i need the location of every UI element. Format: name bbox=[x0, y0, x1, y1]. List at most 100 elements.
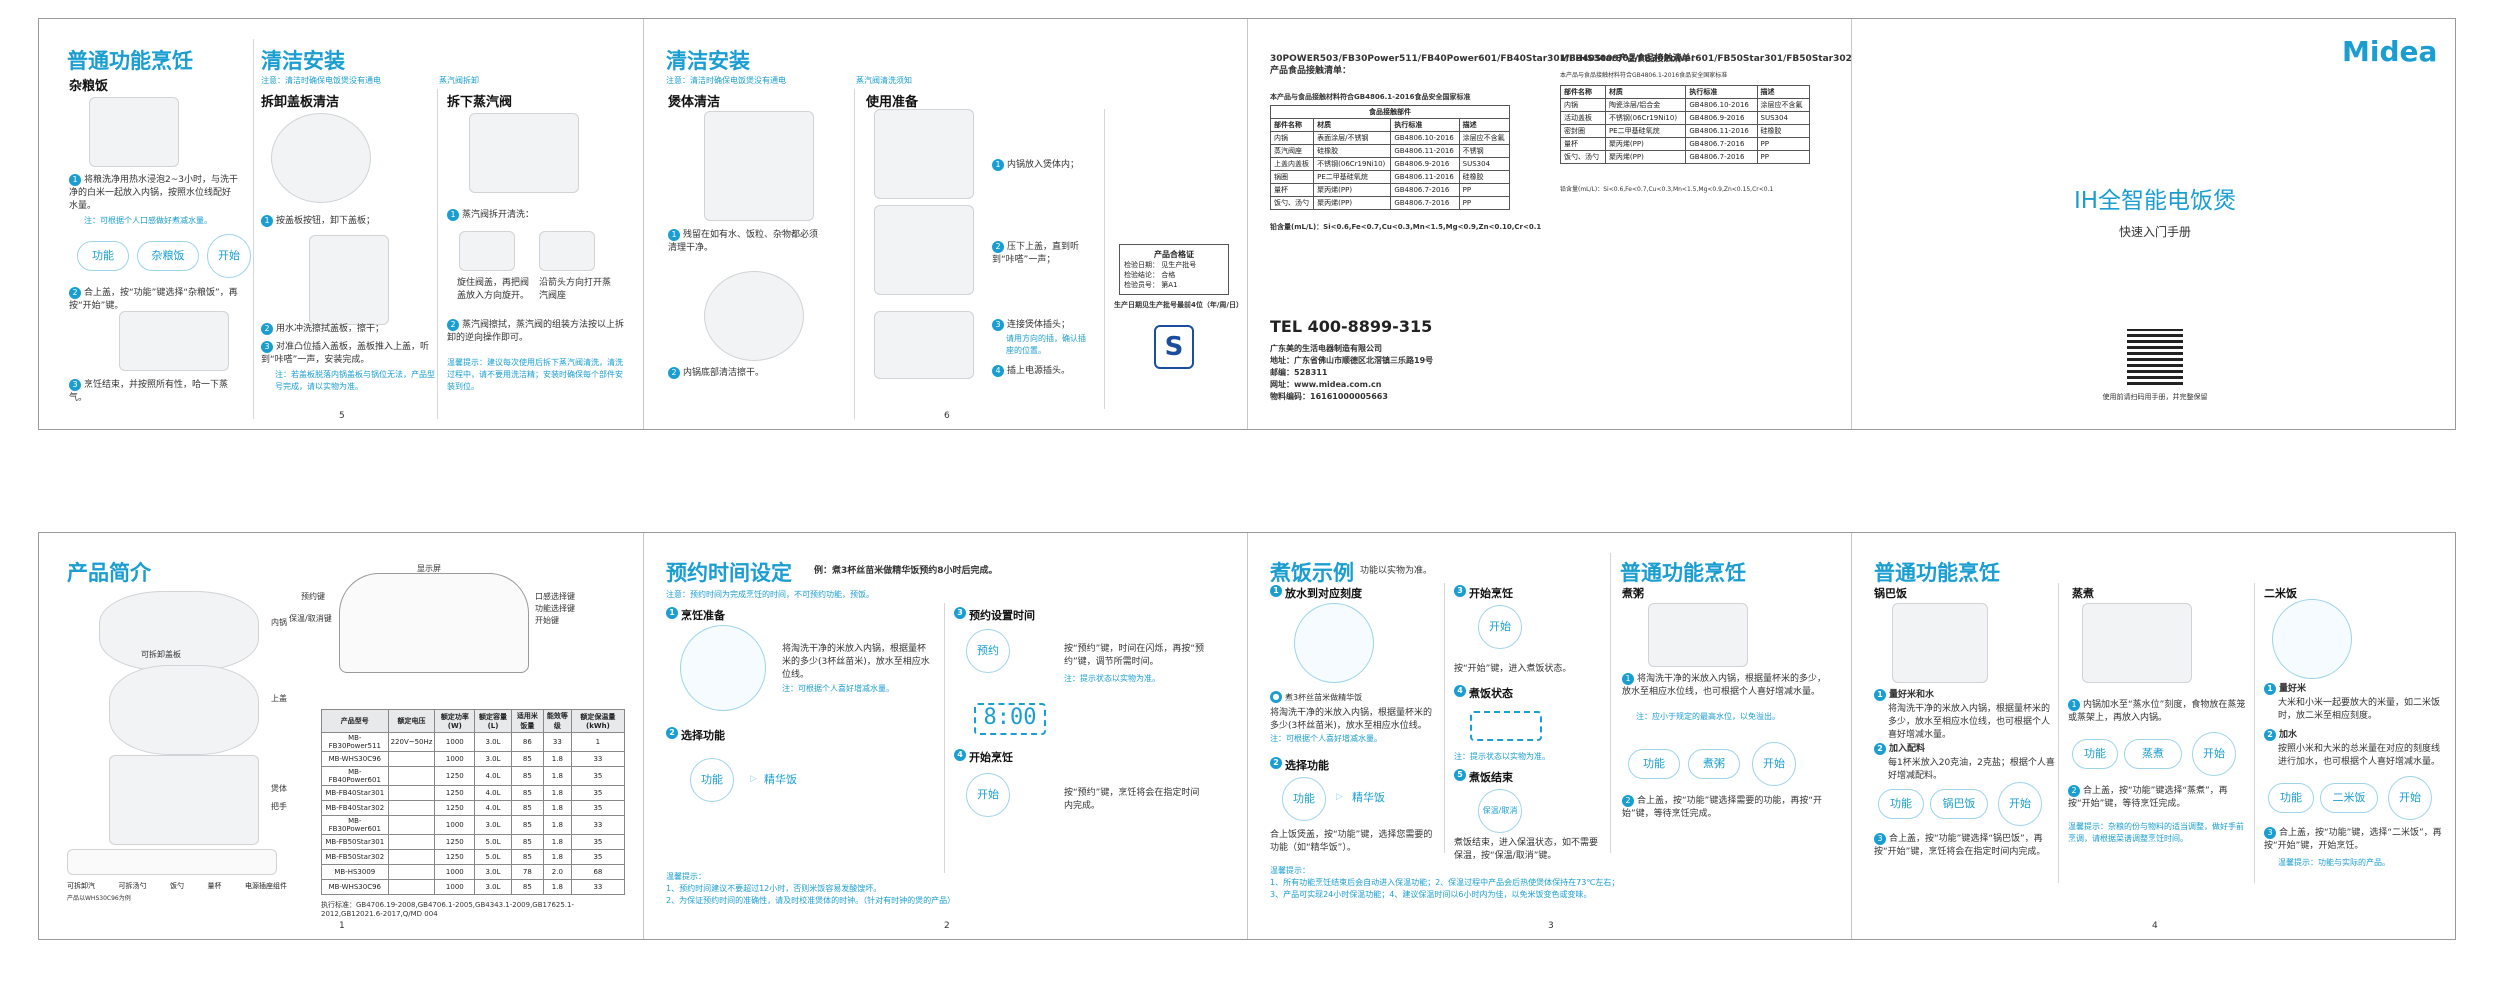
certificate-row: 检验员号： 第A1 bbox=[1124, 281, 1178, 289]
two-rice-step-1-text: 大米和小米一起要放大的米量，如二米饭时，放二米至相应刻度。 bbox=[2278, 698, 2441, 721]
qr-code-icon[interactable] bbox=[2127, 329, 2183, 385]
func-button[interactable]: 功能 bbox=[1282, 777, 1326, 821]
time-display: 8:00 bbox=[974, 703, 1046, 735]
func-button[interactable]: 功能 bbox=[77, 241, 129, 271]
inner-pot-illustration bbox=[704, 271, 804, 361]
func-button[interactable]: 功能 bbox=[2072, 739, 2118, 769]
sub-title-valve: 拆下蒸汽阀 bbox=[447, 95, 513, 110]
table-cell: GB4806.7-2016 bbox=[1390, 196, 1460, 210]
start-button[interactable]: 开始 bbox=[1998, 782, 2042, 826]
table-cell: 33 bbox=[570, 815, 626, 835]
table-cell: PP bbox=[1756, 137, 1811, 151]
valve-step-1a: 旋住阀盖，再把阀盖放入方向旋开。 bbox=[457, 278, 530, 301]
model-note: 产品以WHS30C96为例 bbox=[67, 895, 131, 902]
table-title: 食品接触部件 bbox=[1270, 105, 1510, 119]
table-cell: 3.0L bbox=[474, 751, 512, 767]
steam-mode-button[interactable]: 蒸煮 bbox=[2124, 739, 2182, 769]
table-cell: 85 bbox=[510, 834, 544, 850]
table-cell: 1.8 bbox=[542, 751, 572, 767]
table-cell: 1.8 bbox=[542, 815, 572, 835]
part-label-handle: 把手 bbox=[271, 802, 287, 811]
table-cell: MB-FB50Star301 bbox=[321, 834, 389, 850]
start-button[interactable]: 开始 bbox=[1752, 742, 1796, 786]
table-cell: 85 bbox=[510, 785, 544, 801]
acc-label: 可拆汤勺 bbox=[118, 882, 147, 890]
table-header-cell: 产品型号 bbox=[321, 709, 389, 733]
valve-part-b bbox=[539, 231, 595, 271]
control-panel-illustration bbox=[339, 573, 529, 673]
section-title-intro: 产品简介 bbox=[67, 561, 151, 585]
table-cell: 1000 bbox=[434, 879, 476, 895]
panel-label-display: 显示屏 bbox=[417, 564, 441, 573]
faucet-illustration bbox=[309, 235, 389, 325]
keep-warm-button[interactable]: 保温/取消 bbox=[1478, 789, 1522, 833]
example-note: 功能以实物为准。 bbox=[1360, 566, 1433, 576]
panel-label-start: 开始键 bbox=[535, 616, 559, 625]
func-button[interactable]: 功能 bbox=[1878, 789, 1924, 819]
production-date-note: 生产日期见生产批号最前4位（年/周/日） bbox=[1114, 301, 1243, 309]
valve-tip: 温馨提示：建议每次使用后拆下蒸汽阀清洗，清洗过程中，请不要用洗洁精；安装时确保每… bbox=[447, 358, 623, 391]
midea-logo: Midea bbox=[2342, 35, 2438, 68]
start-button[interactable]: 开始 bbox=[966, 773, 1010, 817]
step-1-note: 注：可根据个人喜好增减水量。 bbox=[1270, 734, 1382, 743]
table-cell: 85 bbox=[510, 849, 544, 865]
table-cell: 85 bbox=[510, 766, 544, 786]
crispy-step-2-text: 每1杯米放入20克油，2克盐；根据个人喜好增减配料。 bbox=[1888, 758, 2055, 781]
page-number: 1 bbox=[339, 921, 345, 931]
table-cell: 1000 bbox=[434, 732, 476, 752]
table-cell: 1250 bbox=[434, 766, 476, 786]
table-cell: MB-FB40Star301 bbox=[321, 785, 389, 801]
table-cell bbox=[387, 879, 436, 895]
table-cell: 1.8 bbox=[542, 834, 572, 850]
sub-title-body: 煲体清洁 bbox=[668, 95, 721, 110]
start-button[interactable]: 开始 bbox=[2388, 776, 2432, 820]
two-rice-mode-button[interactable]: 二米饭 bbox=[2320, 783, 2378, 813]
func-button[interactable]: 功能 bbox=[1628, 749, 1680, 779]
start-button[interactable]: 开始 bbox=[2192, 732, 2236, 776]
func-button[interactable]: 功能 bbox=[2268, 783, 2314, 813]
mode-label: 精华饭 bbox=[764, 773, 797, 786]
model-list-2: MB-HS3009产品食品接触清单： bbox=[1560, 54, 1700, 64]
crispy-illustration bbox=[1892, 603, 1988, 683]
panel-cover: Midea IH全智能电饭煲 快速入门手册 使用前请扫码用手册，并完整保留 bbox=[1851, 19, 2457, 429]
step-2-text: 合上饭煲盖，按“功能”键，选择您需要的功能（如“精华饭”）。 bbox=[1270, 830, 1433, 853]
start-button[interactable]: 开始 bbox=[207, 234, 251, 278]
func-button[interactable]: 功能 bbox=[690, 758, 734, 802]
preset-button[interactable]: 预约 bbox=[966, 629, 1010, 673]
table-cell: 78 bbox=[510, 864, 544, 880]
table-cell: GB4806.11-2016 bbox=[1685, 124, 1758, 138]
table-cell: 密封圈 bbox=[1560, 124, 1606, 138]
table-header-cell: 执行标准 bbox=[1390, 118, 1460, 132]
table-cell: 涂层应不含氟 bbox=[1756, 98, 1811, 112]
table-header-cell: 适用米饭量 bbox=[510, 709, 544, 733]
valve-part-a bbox=[459, 231, 515, 271]
pot-insert-illustration bbox=[874, 109, 974, 199]
clean-warning: 注意：清洁时确保电饭煲没有通电 bbox=[261, 76, 381, 85]
table-cell bbox=[387, 766, 436, 786]
table-cell: 33 bbox=[570, 879, 626, 895]
multigrain-mode-button[interactable]: 杂粮饭 bbox=[137, 241, 199, 271]
table-cell bbox=[387, 785, 436, 801]
table-cell: 4.0L bbox=[474, 766, 512, 786]
table-cell: 内锅 bbox=[1269, 131, 1315, 145]
panel-label-warm: 保温/取消键 bbox=[289, 614, 332, 623]
start-button[interactable]: 开始 bbox=[1478, 605, 1522, 649]
standard-note-2: 本产品与食品接触材料符合GB4806.1-2016食品安全国家标准 bbox=[1560, 72, 1728, 79]
divider-2 bbox=[2254, 583, 2255, 883]
crispy-mode-button[interactable]: 锅巴饭 bbox=[1930, 789, 1988, 819]
porridge-mode-button[interactable]: 煮粥 bbox=[1688, 749, 1740, 779]
accessories-illustration bbox=[67, 849, 277, 875]
